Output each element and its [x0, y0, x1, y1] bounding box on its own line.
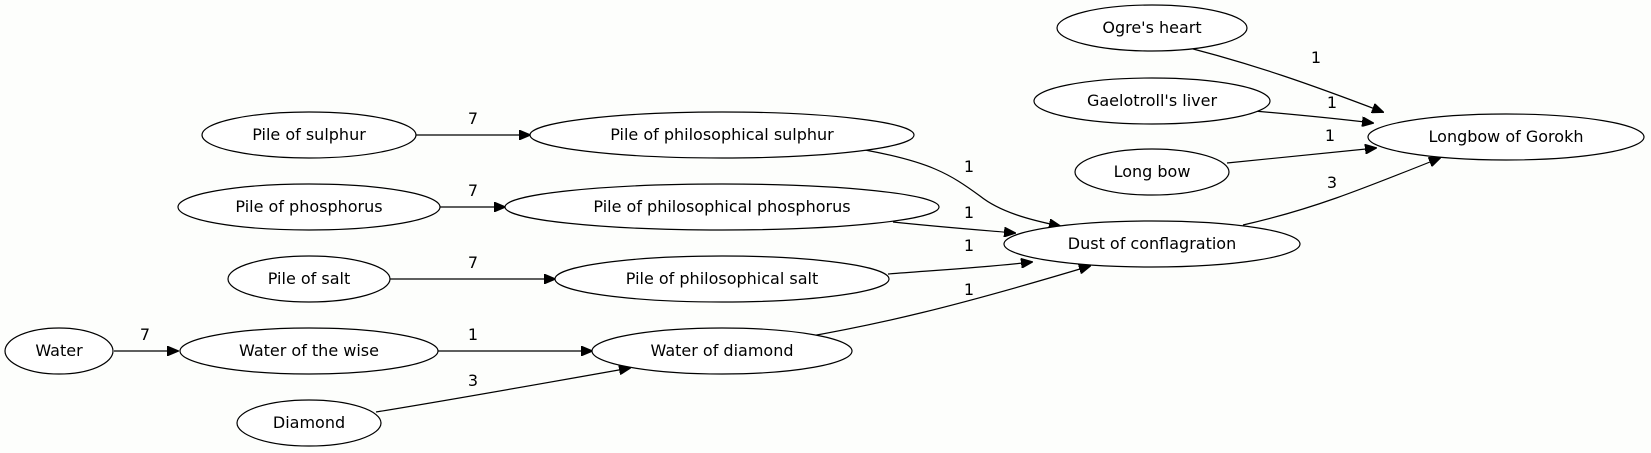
- node-gaelotroll-liver[interactable]: Gaelotroll's liver: [1033, 77, 1271, 125]
- edge-diamond-to-water-diamond: 3: [375, 368, 630, 413]
- edge-label: 1: [964, 157, 974, 176]
- node-label: Water of the wise: [239, 341, 379, 360]
- node-water[interactable]: Water: [4, 327, 114, 375]
- edge-water-wise-to-water-diamond: 1: [438, 325, 592, 351]
- edge-label: 3: [468, 371, 478, 390]
- node-label: Pile of sulphur: [252, 125, 366, 144]
- node-label: Pile of salt: [268, 269, 350, 288]
- node-label: Pile of philosophical phosphorus: [593, 197, 850, 216]
- node-pile-of-philosophical-salt[interactable]: Pile of philosophical salt: [554, 255, 890, 303]
- edge-phosphorus-to-phil-phosphorus: 7: [440, 181, 505, 207]
- edge-label: 1: [964, 203, 974, 222]
- edge-phil-sulphur-to-dust: 1: [864, 149, 1060, 226]
- edge-water-diamond-to-dust: 1: [799, 266, 1090, 339]
- edge-label: 7: [468, 181, 478, 200]
- node-dust-of-conflagration[interactable]: Dust of conflagration: [1003, 220, 1301, 268]
- edge-phil-phosphorus-to-dust: 1: [892, 203, 1015, 233]
- edge-label: 1: [1311, 48, 1321, 67]
- edge-phil-salt-to-dust: 1: [887, 236, 1032, 275]
- edge-dust-to-longbow: 3: [1242, 158, 1440, 226]
- edge-gaelotroll-liver-to-longbow: 1: [1253, 93, 1373, 123]
- edge-long-bow-to-longbow: 1: [1226, 126, 1376, 164]
- edge-label: 1: [468, 325, 478, 344]
- node-longbow-of-gorokh[interactable]: Longbow of Gorokh: [1367, 113, 1645, 161]
- node-label: Water of diamond: [651, 341, 794, 360]
- node-label: Longbow of Gorokh: [1429, 127, 1584, 146]
- edge-label: 1: [964, 280, 974, 299]
- node-label: Ogre's heart: [1102, 18, 1201, 37]
- edge-sulphur-to-phil-sulphur: 7: [416, 109, 530, 135]
- node-pile-of-salt[interactable]: Pile of salt: [227, 255, 391, 303]
- edge-label: 1: [1327, 93, 1337, 112]
- edge-label: 1: [1325, 126, 1335, 145]
- node-label: Long bow: [1114, 162, 1191, 181]
- node-pile-of-philosophical-phosphorus[interactable]: Pile of philosophical phosphorus: [504, 183, 940, 231]
- node-label: Diamond: [273, 413, 345, 432]
- node-label: Dust of conflagration: [1068, 234, 1236, 253]
- node-pile-of-philosophical-sulphur[interactable]: Pile of philosophical sulphur: [529, 111, 915, 159]
- edge-salt-to-phil-salt: 7: [390, 253, 555, 279]
- node-long-bow[interactable]: Long bow: [1074, 148, 1230, 196]
- node-pile-of-sulphur[interactable]: Pile of sulphur: [201, 111, 417, 159]
- node-label: Gaelotroll's liver: [1087, 91, 1217, 110]
- node-label: Pile of phosphorus: [235, 197, 382, 216]
- node-water-of-diamond[interactable]: Water of diamond: [591, 327, 853, 375]
- node-label: Pile of philosophical sulphur: [610, 125, 834, 144]
- edge-label: 7: [140, 325, 150, 344]
- edge-label: 1: [964, 236, 974, 255]
- node-diamond[interactable]: Diamond: [236, 399, 382, 447]
- edge-ogres-heart-to-longbow: 1: [1164, 41, 1383, 112]
- node-water-of-the-wise[interactable]: Water of the wise: [179, 327, 439, 375]
- edge-label: 3: [1327, 173, 1337, 192]
- node-label: Pile of philosophical salt: [626, 269, 818, 288]
- edge-water-to-water-wise: 7: [114, 325, 178, 351]
- node-pile-of-phosphorus[interactable]: Pile of phosphorus: [177, 183, 441, 231]
- edge-label: 7: [468, 253, 478, 272]
- node-ogres-heart[interactable]: Ogre's heart: [1056, 4, 1248, 52]
- edge-label: 7: [468, 109, 478, 128]
- node-label: Water: [35, 341, 83, 360]
